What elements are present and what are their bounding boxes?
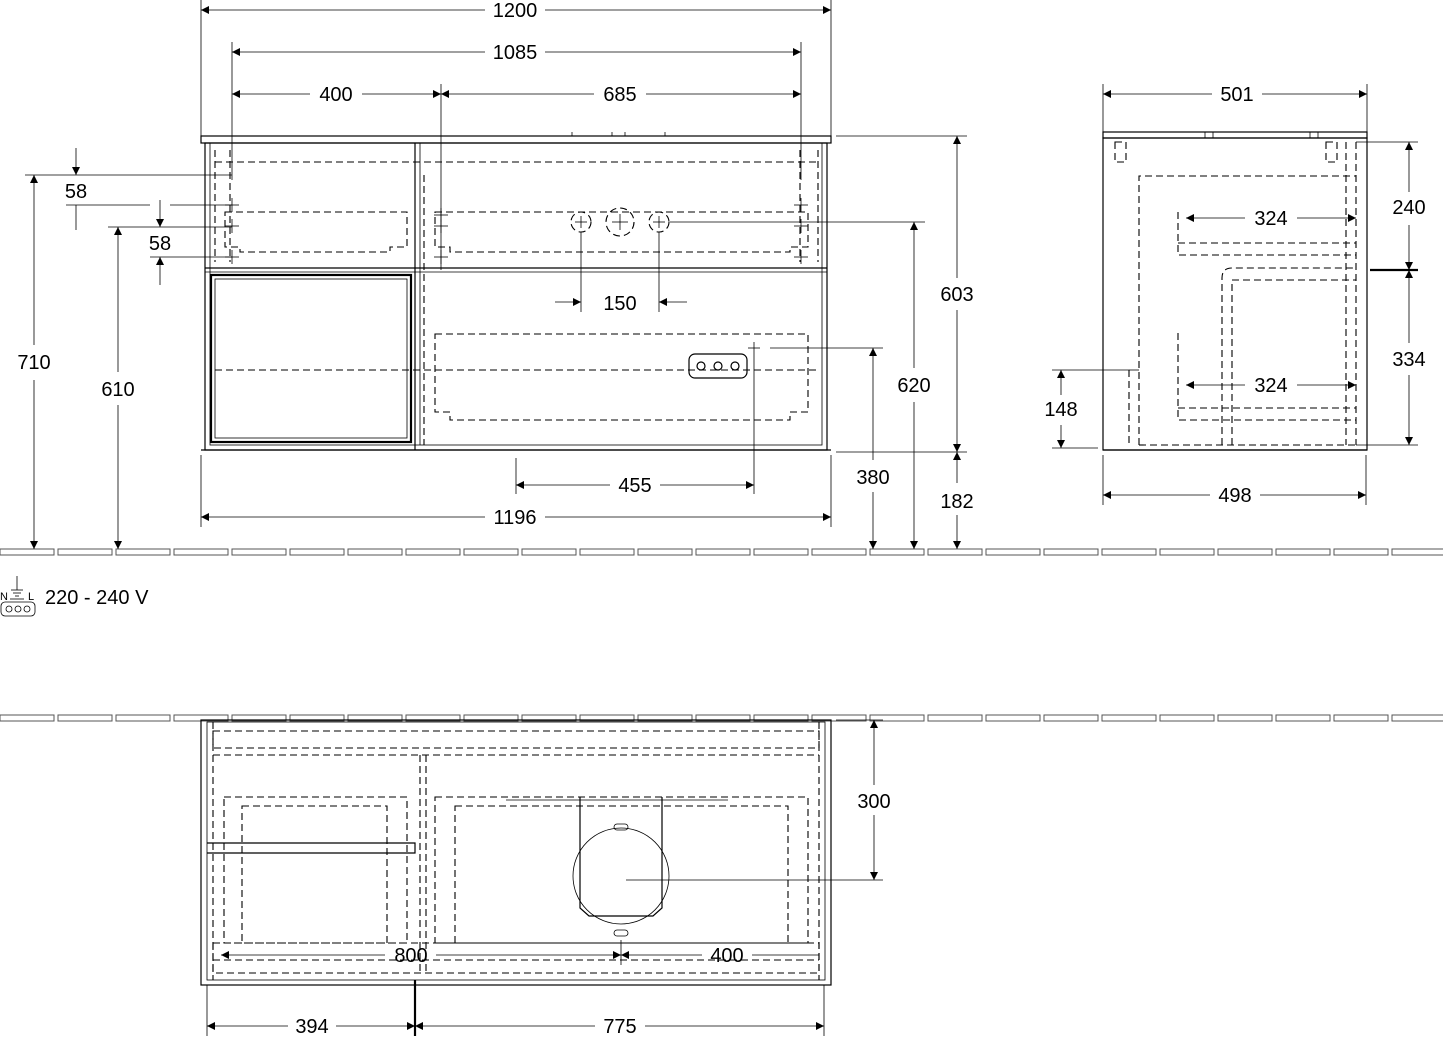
top-view: [200, 719, 832, 986]
electrical-socket-icon: [0, 576, 36, 617]
dim-top-depth: 300: [857, 791, 890, 813]
dim-front-hole-spacing: 150: [603, 293, 636, 315]
dim-side-base-depth: 498: [1218, 485, 1251, 507]
dim-front-leg-height: 182: [940, 491, 973, 513]
top-dimensions: 300 800 400 394 775: [206, 719, 891, 1038]
dim-front-right-section: 685: [603, 84, 636, 106]
tap-hole-right: [648, 211, 670, 233]
dim-side-lower-height: 334: [1392, 349, 1425, 371]
dim-front-body-height: 603: [940, 284, 973, 306]
dim-front-socket-height: 380: [856, 467, 889, 489]
dim-top-left-section: 394: [295, 1016, 328, 1038]
siphon-icon: [572, 797, 670, 937]
dim-front-inner-width: 1085: [493, 42, 538, 64]
dim-front-mount-height: 610: [101, 379, 134, 401]
front-view: [200, 132, 832, 451]
floor-line: [0, 548, 1443, 556]
dim-front-total-width: 1200: [493, 0, 538, 22]
dim-front-base-width: 1196: [493, 507, 536, 529]
socket-icon: [688, 353, 748, 379]
side-dimensions: 501 240 324 334 324 148 498: [1044, 84, 1426, 507]
dim-side-top-height: 240: [1392, 197, 1425, 219]
front-dimensions: 1200 1085 400 685 58 58 710: [17, 0, 974, 549]
side-view: [1102, 131, 1368, 451]
electrical-legend: N L 220 - 240 V: [0, 576, 149, 617]
dim-top-inner-width: 800: [394, 945, 427, 967]
wall-line: [0, 714, 1443, 722]
dim-side-drawer-depth-1: 324: [1254, 208, 1287, 230]
dim-front-left-section: 400: [319, 84, 352, 106]
dim-front-top-offset-2: 58: [149, 233, 171, 255]
neutral-label: N: [0, 591, 8, 603]
tap-hole-center: [605, 207, 635, 237]
dim-front-top-offset-1: 58: [65, 181, 87, 203]
voltage-label: 220 - 240 V: [45, 587, 149, 609]
dim-side-socket-height: 148: [1044, 399, 1077, 421]
dim-top-right-offset: 400: [710, 945, 743, 967]
live-label: L: [28, 591, 34, 603]
mount-marks: [225, 198, 808, 264]
dim-top-right-section: 775: [603, 1016, 636, 1038]
dim-front-socket-offset: 455: [618, 475, 651, 497]
tap-hole-left: [570, 211, 592, 233]
dim-side-drawer-depth-2: 324: [1254, 375, 1287, 397]
dim-front-hole-height: 620: [897, 375, 930, 397]
dim-side-total-depth: 501: [1220, 84, 1253, 106]
dim-front-total-height: 710: [17, 352, 50, 374]
